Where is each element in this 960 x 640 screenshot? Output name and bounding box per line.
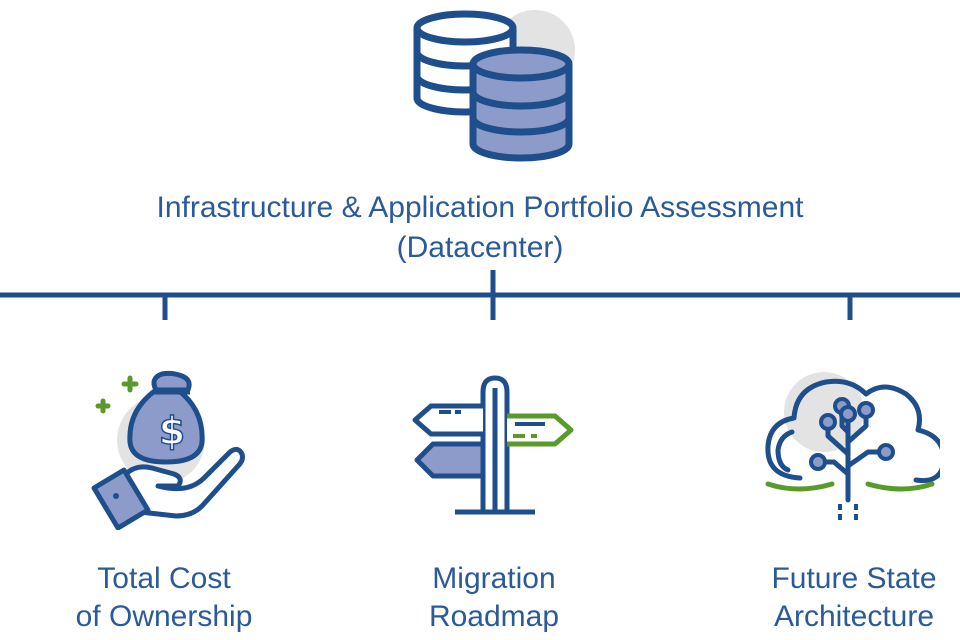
connector-lines xyxy=(0,270,960,320)
label-tco-line1: Total Cost xyxy=(97,562,231,595)
label-future-line2: Architecture xyxy=(773,600,935,633)
label-roadmap-line2: Roadmap xyxy=(428,600,560,633)
label-tco-line2: of Ownership xyxy=(75,600,253,633)
cloud-tree-circuit-icon xyxy=(765,372,940,520)
svg-text:$: $ xyxy=(159,409,185,453)
money-bag-hand-icon: $ xyxy=(91,370,245,530)
label-roadmap-line1: Migration xyxy=(432,562,556,595)
label-future-line1: Future State xyxy=(771,562,937,595)
main-title: Infrastructure & Application Portfolio A… xyxy=(0,188,960,268)
label-total-cost-of-ownership: Total Cost of Ownership xyxy=(44,560,284,636)
main-title-line1: Infrastructure & Application Portfolio A… xyxy=(156,191,804,224)
main-title-line2: (Datacenter) xyxy=(396,231,564,264)
label-future-state-architecture: Future State Architecture xyxy=(734,560,960,636)
label-migration-roadmap: Migration Roadmap xyxy=(374,560,614,636)
signpost-icon xyxy=(412,375,574,515)
database-icon xyxy=(413,10,575,162)
